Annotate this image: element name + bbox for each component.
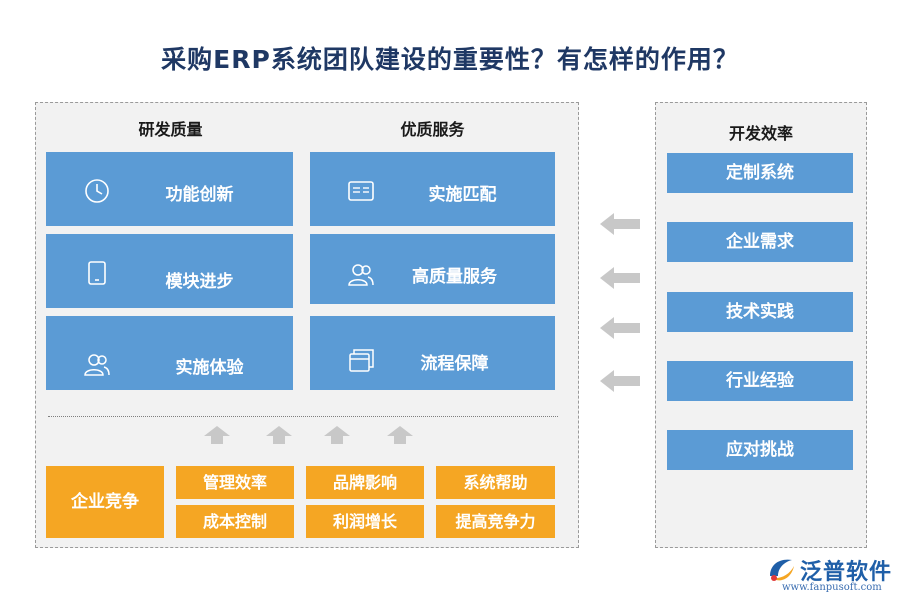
right-card: 行业经验 <box>667 361 853 401</box>
column-heading-service: 优质服务 <box>400 120 465 139</box>
users-icon <box>84 354 110 376</box>
clock-icon <box>85 179 109 203</box>
card-label: 功能创新 <box>165 185 234 205</box>
base-item: 管理效率 <box>176 466 294 499</box>
base-item: 品牌影响 <box>306 466 424 499</box>
diagram-title: 采购ERP系统团队建设的重要性？有怎样的作用？ <box>161 45 739 74</box>
windows-icon <box>349 349 374 372</box>
logo-text: 泛普软件 <box>800 560 893 585</box>
dotted-divider <box>48 416 558 417</box>
tablet-icon <box>88 261 106 285</box>
right-card: 定制系统 <box>667 153 853 193</box>
up-arrow-icon <box>387 426 413 444</box>
card-label: 流程保障 <box>420 354 489 374</box>
left-arrow-icon <box>600 267 640 289</box>
users-icon <box>348 264 374 286</box>
left-arrow-icon <box>600 370 640 392</box>
card-module-progress: 模块进步 <box>46 234 293 308</box>
brand-logo: 泛普软件 www.fanpusoft.com <box>766 552 896 596</box>
column-heading-quality: 研发质量 <box>138 120 203 139</box>
id-card-icon <box>348 181 374 201</box>
card-implementation-experience: 实施体验 <box>46 316 293 390</box>
base-item: 系统帮助 <box>436 466 555 499</box>
card-label: 实施体验 <box>175 358 244 378</box>
card-implementation-match: 实施匹配 <box>310 152 555 226</box>
right-card: 技术实践 <box>667 292 853 332</box>
left-arrow-icon <box>600 213 640 235</box>
right-card: 企业需求 <box>667 222 853 262</box>
base-item: 提高竞争力 <box>436 505 555 538</box>
card-process-guarantee: 流程保障 <box>310 316 555 390</box>
column-heading-efficiency: 开发效率 <box>728 124 793 143</box>
base-main-enterprise-competition: 企业竞争 <box>46 466 164 538</box>
base-item: 利润增长 <box>306 505 424 538</box>
left-arrow-icon <box>600 317 640 339</box>
card-function-innovation: 功能创新 <box>46 152 293 226</box>
up-arrow-icon <box>324 426 350 444</box>
logo-mark-icon <box>770 559 794 581</box>
card-label: 实施匹配 <box>428 185 497 205</box>
card-label: 高质量服务 <box>412 267 497 287</box>
up-arrow-icon <box>204 426 230 444</box>
logo-url: www.fanpusoft.com <box>782 582 882 593</box>
card-label: 模块进步 <box>165 272 234 292</box>
up-arrow-icon <box>266 426 292 444</box>
base-item: 成本控制 <box>176 505 294 538</box>
right-card: 应对挑战 <box>667 430 853 470</box>
card-high-quality-service: 高质量服务 <box>310 234 555 304</box>
